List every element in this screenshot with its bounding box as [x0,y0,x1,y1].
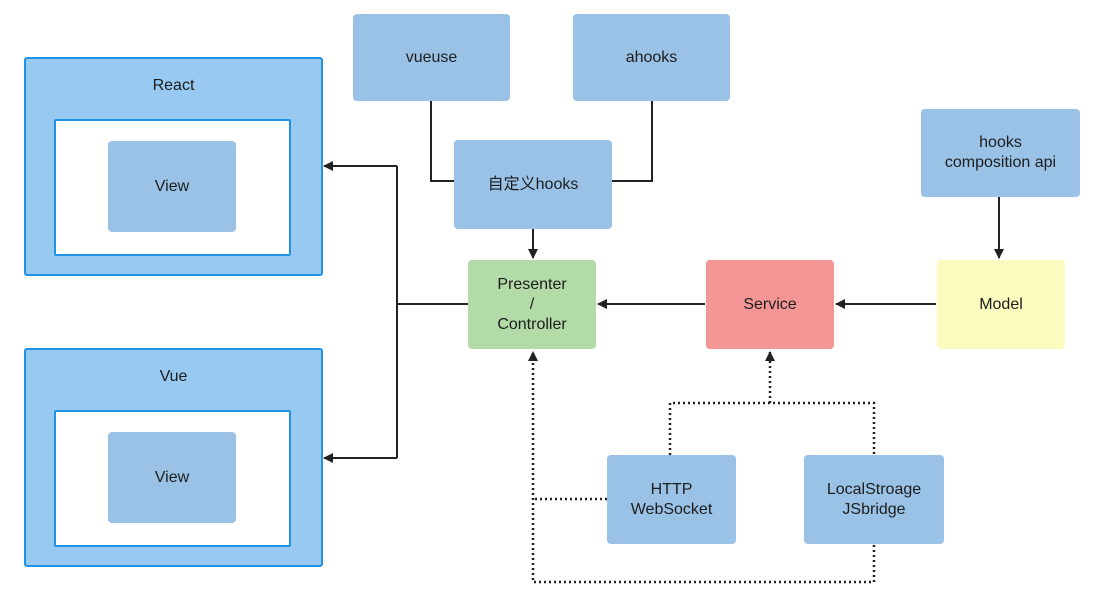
localstorage-jsbridge-node: LocalStroage JSbridge [804,455,944,544]
presenter-controller-node: Presenter / Controller [468,260,596,349]
vue-frame: Vue View [24,348,323,567]
controller-label: Controller [497,315,567,333]
connector-vueuse-hooks [430,101,454,182]
dotted-http-service [668,401,876,455]
ahooks-node: ahooks [573,14,730,101]
composition-api-label: composition api [944,154,1057,171]
service-node: Service [706,260,834,349]
presenter-label: Presenter [497,275,567,293]
connector-ahooks-hooks [612,101,653,182]
localstorage-label: LocalStroage [826,480,922,498]
react-view: View [108,141,236,232]
react-frame: React View [24,57,323,276]
custom-hooks-node: 自定义hooks [454,140,612,229]
hooks-composition-api-node: hooks composition api [921,109,1080,197]
vue-view: View [108,432,236,523]
hooks-label: hooks [979,134,1022,151]
jsbridge-label: JSbridge [842,500,906,518]
vue-inner-panel: View [54,410,291,547]
websocket-label: WebSocket [630,500,713,518]
http-websocket-node: HTTP WebSocket [607,455,736,544]
vueuse-node: vueuse [353,14,510,101]
presenter-slash: / [529,295,535,313]
vue-title: Vue [159,368,188,385]
model-node: Model [937,260,1065,349]
react-title: React [152,77,195,94]
react-inner-panel: View [54,119,291,256]
http-label: HTTP [650,480,693,498]
